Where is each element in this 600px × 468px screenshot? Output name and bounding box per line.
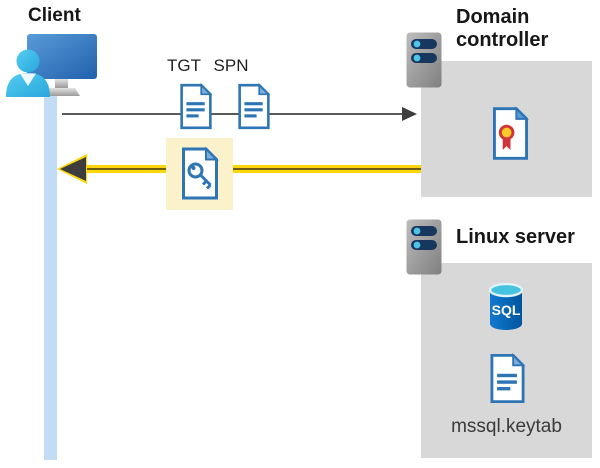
request-arrowhead-icon — [402, 107, 417, 121]
certificate-icon — [492, 106, 529, 160]
person-icon — [6, 49, 50, 97]
domain-controller-server-icon — [406, 32, 442, 88]
domain-controller-title: Domain controller — [456, 6, 549, 51]
request-arrow-line — [62, 113, 404, 115]
client-title: Client — [28, 5, 81, 26]
sql-database-icon: SQL — [488, 283, 524, 330]
linux-server-icon — [406, 219, 442, 275]
monitor-icon — [27, 34, 97, 96]
client-timeline-bar — [44, 96, 57, 460]
keytab-document-icon — [490, 353, 526, 404]
spn-label: SPN — [213, 56, 249, 75]
client-workstation-icon — [6, 34, 97, 97]
key-icon — [187, 162, 212, 190]
sql-label: SQL — [492, 302, 521, 318]
linux-server-title: Linux server — [456, 226, 575, 248]
keytab-file-label: mssql.keytab — [451, 416, 562, 437]
response-arrow-line — [74, 165, 421, 173]
spn-document-icon — [238, 83, 271, 130]
tgt-label: TGT — [167, 56, 201, 75]
tgt-document-icon — [180, 83, 213, 130]
key-ticket-icon — [182, 146, 219, 200]
response-arrowhead-icon — [60, 157, 86, 181]
